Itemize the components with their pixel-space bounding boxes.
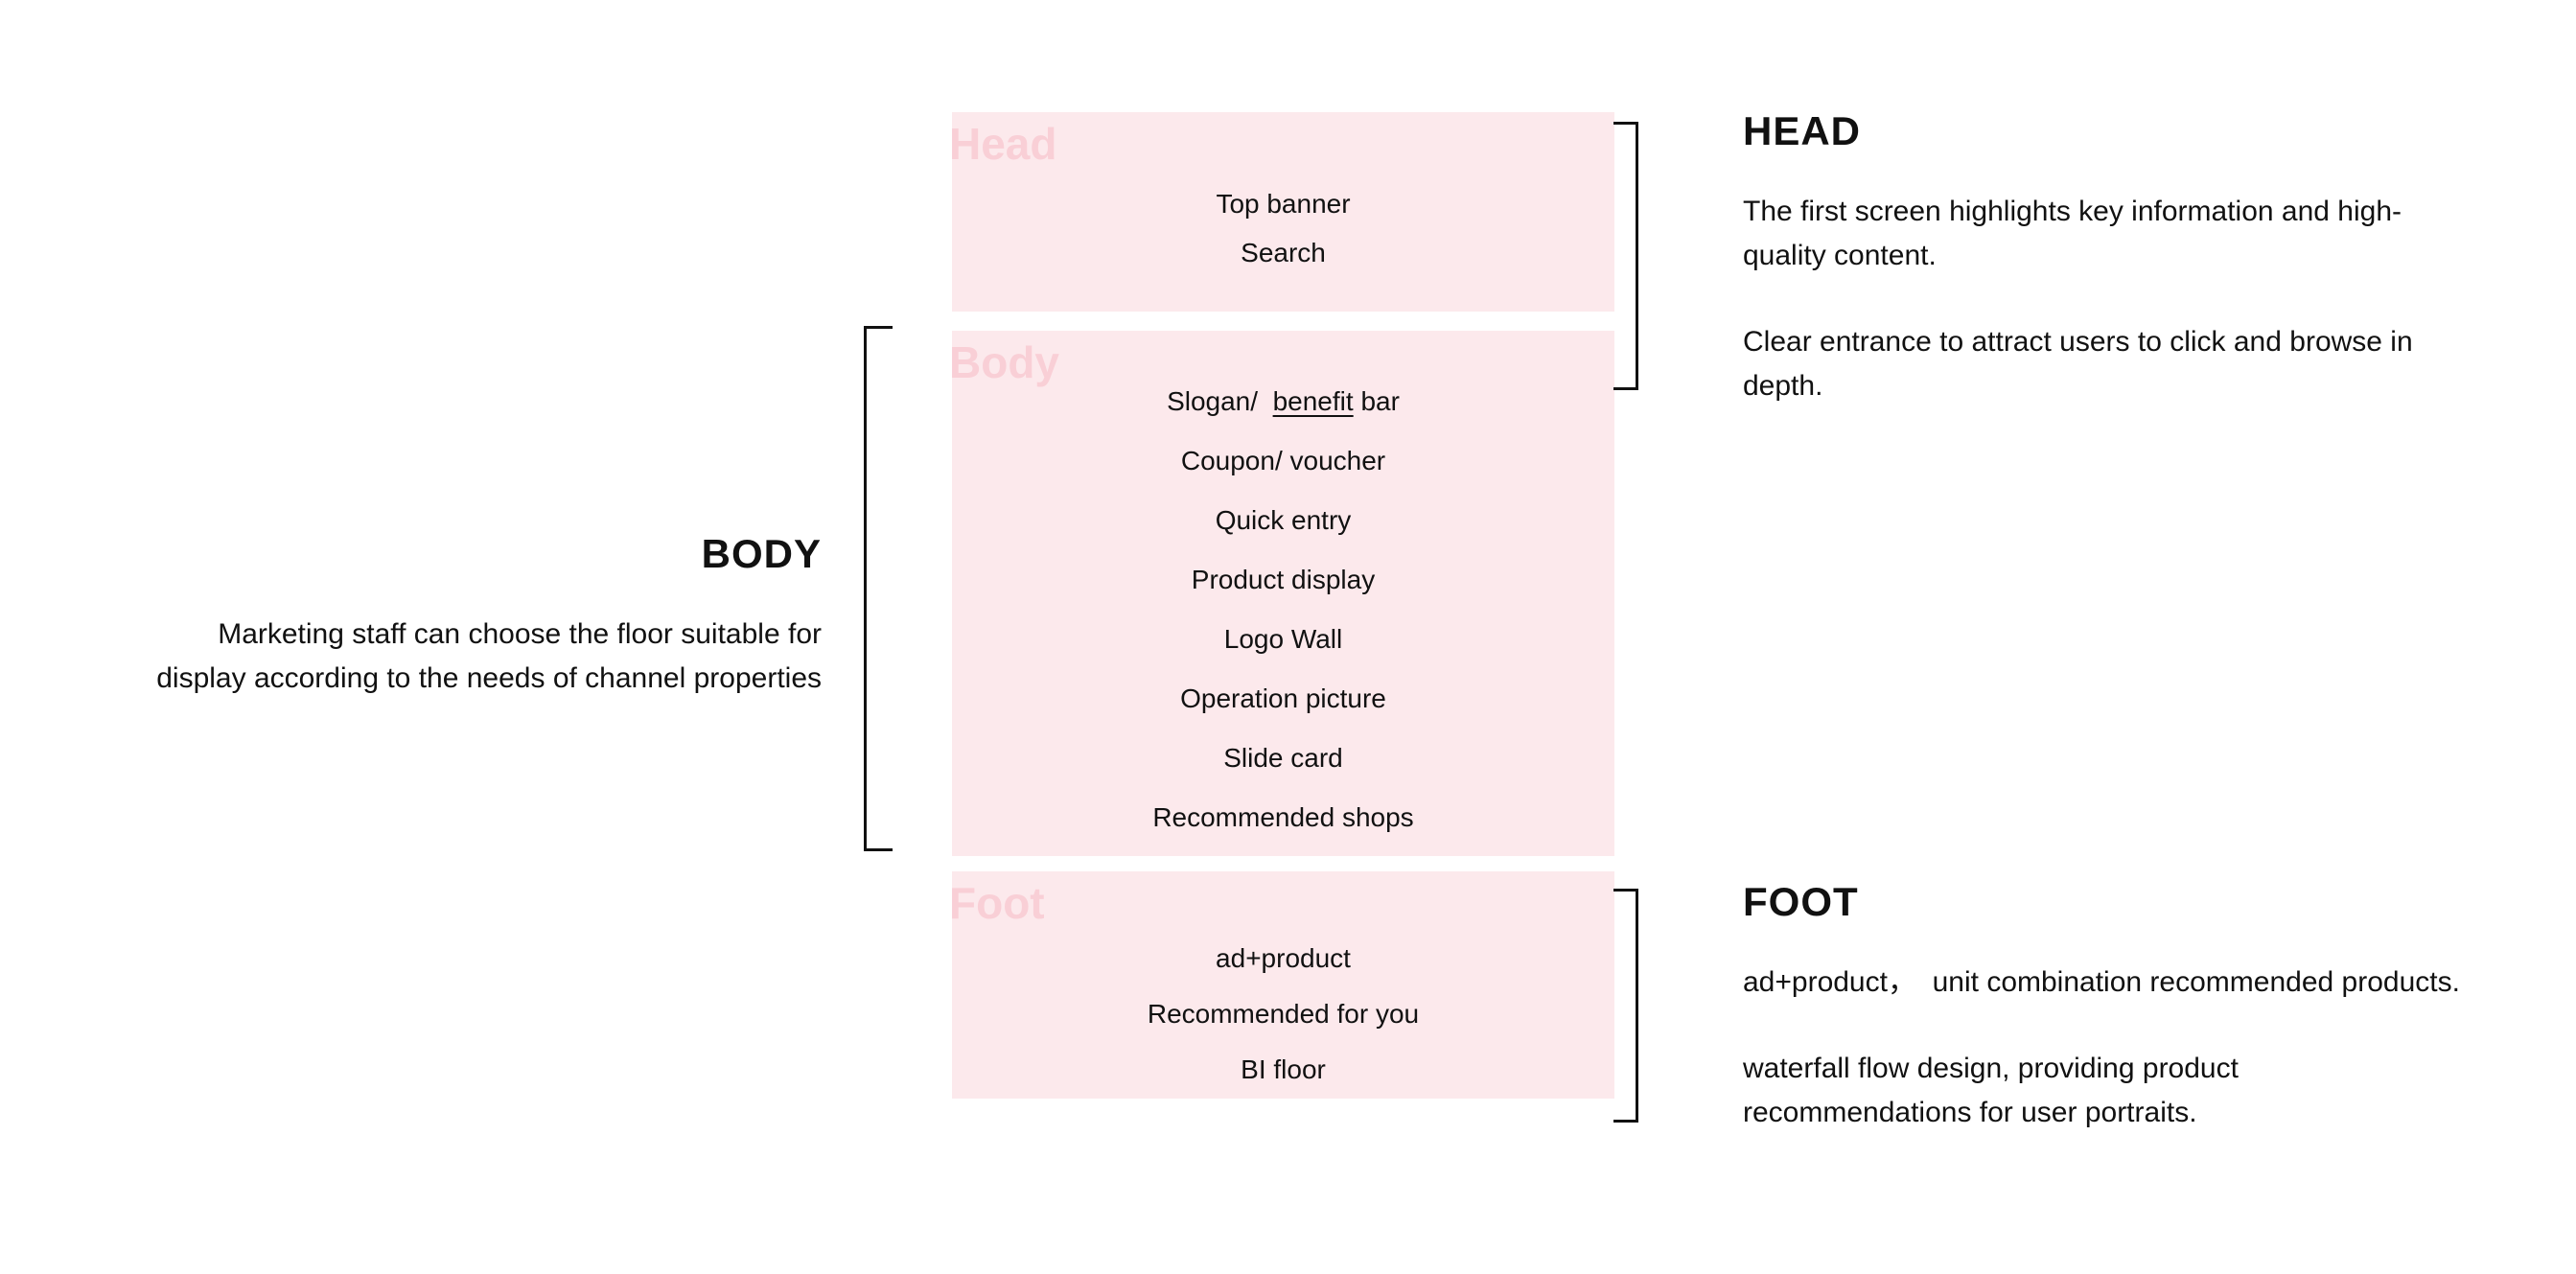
annotation-text-line: waterfall flow design, providing product — [1743, 1053, 2239, 1084]
foot-annotation-paragraph-1: ad+product， unit combination recommended… — [1743, 961, 2539, 1005]
foot-annotation-paragraph-2: waterfall flow design, providing product… — [1743, 1047, 2539, 1135]
annotation-text-line: display according to the needs of channe… — [156, 662, 822, 694]
head-box-item-search: Search — [1241, 238, 1326, 267]
slogan-suffix: bar — [1353, 386, 1400, 416]
foot-box-item-ad-product: ad+product — [1216, 943, 1351, 973]
body-box-item-slide-card: Slide card — [1223, 743, 1343, 773]
body-annotation-title: BODY — [701, 531, 822, 576]
body-box-item-recommended-shops: Recommended shops — [1152, 802, 1414, 832]
body-box-item-operation-picture: Operation picture — [1180, 683, 1386, 713]
body-box-items: Slogan/ benefit bar Coupon/ voucher Quic… — [952, 331, 1614, 847]
head-annotation-paragraph-1: The first screen highlights key informat… — [1743, 190, 2539, 278]
foot-box-items: ad+product Recommended for you BI floor — [952, 871, 1614, 1098]
foot-section-box: Foot ad+product Recommended for you BI f… — [949, 871, 1614, 1099]
body-box-item-slogan-benefit-bar: Slogan/ benefit bar — [952, 372, 1614, 431]
annotation-text-line: recommendations for user portraits. — [1743, 1097, 2197, 1128]
annotation-text-line: depth. — [1743, 370, 1823, 402]
foot-box-watermark-label: Foot — [949, 878, 1045, 928]
annotation-text-line: Marketing staff can choose the floor sui… — [218, 618, 822, 650]
foot-box-item-recommended-for-you: Recommended for you — [1147, 999, 1420, 1029]
head-annotation-paragraph-2: Clear entrance to attract users to click… — [1743, 320, 2539, 408]
body-annotation: BODY Marketing staff can choose the floo… — [93, 530, 822, 743]
annotation-text-line: ad+product， unit combination recommended… — [1743, 966, 2460, 998]
body-annotation-paragraph-1: Marketing staff can choose the floor sui… — [93, 613, 822, 701]
foot-bracket-line — [1613, 889, 1638, 1123]
head-box-watermark-label: Head — [949, 119, 1057, 169]
head-section-box: Head Top banner Search — [949, 112, 1614, 312]
head-annotation-title: HEAD — [1743, 108, 1862, 153]
head-bracket-line — [1613, 122, 1638, 390]
body-section-box: Body Slogan/ benefit bar Coupon/ voucher… — [949, 331, 1614, 856]
body-box-item-quick-entry: Quick entry — [1215, 505, 1352, 535]
head-box-item-top-banner: Top banner — [1216, 189, 1351, 219]
foot-annotation-title: FOOT — [1743, 879, 1859, 924]
annotation-text-line: quality content. — [1743, 240, 1937, 271]
slogan-benefit-underlined: benefit — [1272, 386, 1354, 416]
foot-box-item-bi-floor: BI floor — [1241, 1054, 1326, 1084]
foot-annotation: FOOT ad+product， unit combination recomm… — [1743, 878, 2539, 1177]
head-box-items: Top banner Search — [952, 112, 1614, 277]
annotation-text-line: The first screen highlights key informat… — [1743, 196, 2402, 227]
annotation-text-line: Clear entrance to attract users to click… — [1743, 326, 2413, 358]
body-box-item-logo-wall: Logo Wall — [1223, 624, 1343, 654]
body-bracket-line — [864, 326, 893, 851]
head-annotation: HEAD The first screen highlights key inf… — [1743, 107, 2539, 451]
body-box-item-product-display: Product display — [1191, 565, 1376, 594]
body-box-item-coupon-voucher: Coupon/ voucher — [1180, 446, 1386, 475]
body-box-watermark-label: Body — [949, 337, 1059, 387]
slogan-prefix: Slogan/ — [1167, 386, 1273, 416]
